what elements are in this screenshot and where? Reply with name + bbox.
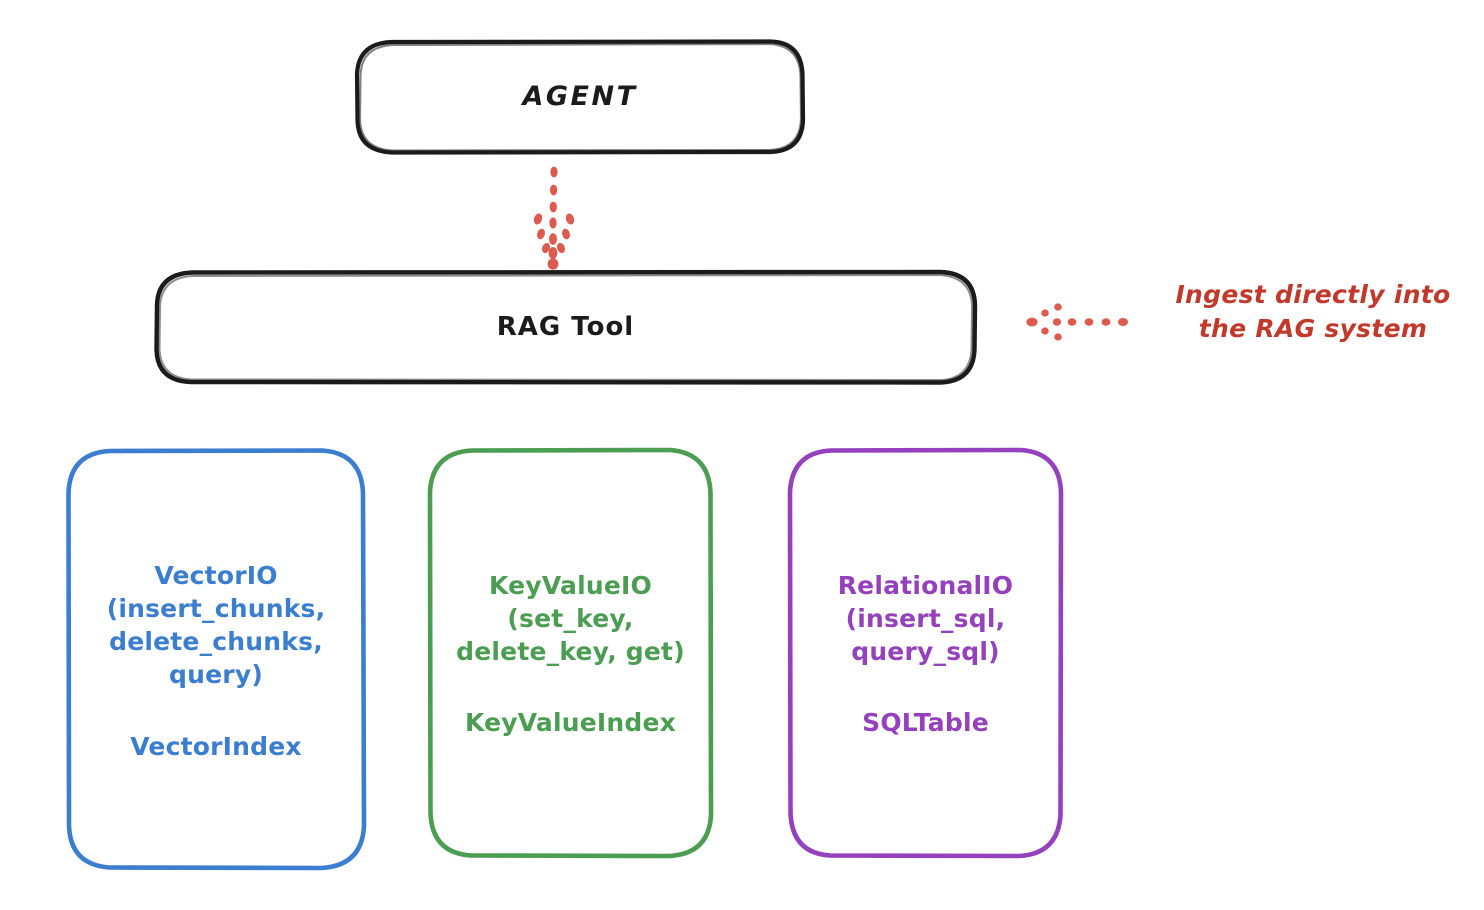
node-agent[interactable]: AGENT bbox=[357, 41, 803, 153]
keyvalueio-box-outline bbox=[427, 447, 714, 859]
relational-io-label: RelationalIO (insert_sql, query_sql) bbox=[837, 570, 1014, 667]
node-vector-io[interactable]: VectorIO (insert_chunks, delete_chunks, … bbox=[68, 450, 364, 869]
node-relational-io[interactable]: RelationalIO (insert_sql, query_sql) SQL… bbox=[790, 450, 1061, 856]
node-key-value-io[interactable]: KeyValueIO (set_key, delete_key, get) Ke… bbox=[430, 450, 711, 856]
vector-io-label: VectorIO (insert_chunks, delete_chunks, … bbox=[106, 560, 326, 690]
agent-box-outline bbox=[354, 39, 806, 155]
agent-to-ragtool-arrow bbox=[533, 166, 575, 270]
key-value-io-index-label: KeyValueIndex bbox=[464, 708, 677, 738]
node-rag-tool[interactable]: RAG Tool bbox=[156, 272, 975, 383]
rag-tool-box-outline bbox=[154, 269, 978, 385]
rag-tool-label: RAG Tool bbox=[496, 311, 635, 342]
annotation-ingest: Ingest directly into the RAG system bbox=[1148, 278, 1478, 346]
key-value-io-label: KeyValueIO (set_key, delete_key, get) bbox=[456, 570, 685, 667]
vector-io-index-label: VectorIndex bbox=[130, 731, 302, 761]
relationalio-box-outline bbox=[787, 447, 1064, 859]
annotation-ingest-text: Ingest directly into the RAG system bbox=[1175, 280, 1451, 343]
ingest-to-ragtool-arrow bbox=[1026, 303, 1128, 341]
vectorio-box-outline bbox=[66, 448, 367, 871]
agent-label: AGENT bbox=[522, 81, 638, 113]
relational-io-index-label: SQLTable bbox=[862, 708, 989, 738]
